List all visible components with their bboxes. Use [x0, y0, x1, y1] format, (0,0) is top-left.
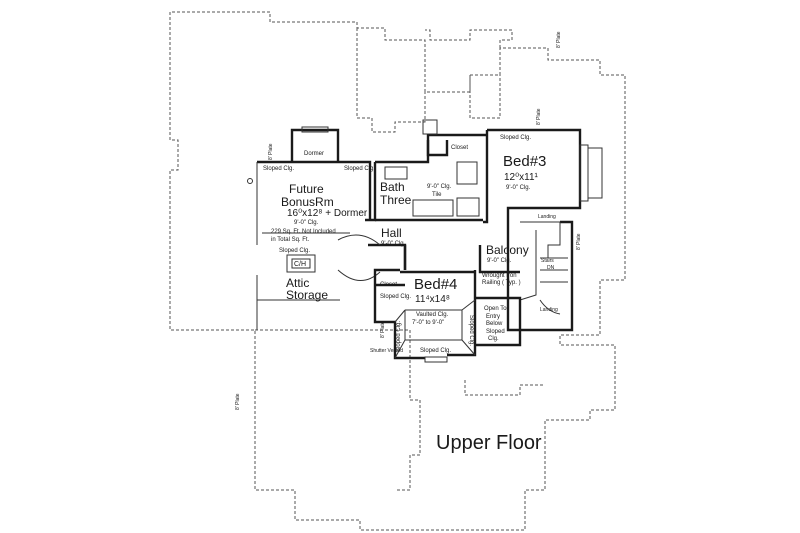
balcony-note-2: Railing ( Typ. ) [482, 280, 521, 286]
bonus-room-dims: 16⁰x12⁸ + Dormer [287, 208, 368, 219]
bed3-dims: 12⁰x11¹ [504, 172, 539, 183]
bed4-dims: 11⁴x14⁸ [415, 294, 450, 305]
stairs-label: Stairs [541, 258, 554, 264]
bonus-room-name-2: BonusRm [281, 195, 334, 209]
sloped-clg-bed3-top: Sloped Clg. [500, 135, 531, 141]
open-to-entry-3: Below [486, 321, 503, 327]
sloped-clg-bonus-left: Sloped Clg. [263, 166, 294, 172]
walls [256, 126, 603, 363]
plate-note-lower-left: 8' Plate [235, 393, 241, 410]
bed3-name: Bed#3 [503, 153, 546, 170]
bath-tile: Tile [432, 192, 442, 198]
bonus-room-name-1: Future [289, 182, 324, 196]
plate-note-left-bonus: 8' Plate [268, 143, 274, 160]
plate-note-mid-right: 8' Plate [576, 233, 582, 250]
bonus-room-note-2: in Total Sq. Ft. [271, 237, 310, 243]
open-to-entry-5: Clg. [488, 336, 499, 342]
bonus-room-note-1: 229 Sq. Ft. Not Included [271, 229, 336, 235]
sloped-clg-bed4-closet: Sloped Clg. [380, 294, 411, 300]
sloped-clg-bed4-right: Sloped Clg. [468, 315, 474, 346]
sloped-clg-bonus-right: Sloped Clg. [344, 166, 375, 172]
hall-name: Hall [381, 226, 402, 240]
sloped-clg-bed4-left: Sloped Clg. [396, 321, 402, 352]
landing-bottom-label: Landing [540, 307, 558, 313]
sloped-clg-bed4-bottom: Sloped Clg. [420, 348, 451, 354]
plan-title: Upper Floor [436, 432, 542, 454]
bed3-ceiling: 9'-0" Clg. [506, 185, 531, 191]
bed4-name: Bed#4 [414, 276, 457, 293]
bed4-ceiling-1: Vaulted Clg. [416, 312, 449, 318]
ch-label: C/H [294, 261, 306, 268]
plate-note-bed4-left: 8' Plate [380, 321, 386, 338]
dormer-label: Dormer [304, 151, 324, 157]
closet-bed4-label: Closet [380, 282, 397, 288]
bed4-ceiling-2: 7'-0" to 9'-0" [412, 320, 444, 326]
attic-line-1: Attic [286, 276, 309, 290]
open-to-entry-1: Open To [484, 306, 507, 312]
bath-name-2: Three [380, 193, 412, 207]
vent-marker [247, 178, 253, 184]
balcony-ceiling: 9'-0" Clg. [487, 258, 512, 264]
plate-note-upper-right: 8' Plate [536, 108, 542, 125]
bath-name-1: Bath [380, 180, 405, 194]
closet-top-label: Closet [451, 145, 468, 151]
open-to-entry-2: Entry [486, 314, 500, 320]
landing-top-label: Landing [538, 214, 556, 220]
plate-note-top-right: 8' Plate [556, 31, 562, 48]
sloped-clg-bonus-bottom: Sloped Clg. [279, 248, 310, 254]
chimney-marker [422, 119, 438, 135]
room-labels: Dormer Sloped Clg. Sloped Clg. Future Bo… [235, 31, 582, 410]
stairs-direction: DN [547, 265, 555, 271]
attic-line-2: Storage [286, 288, 328, 302]
open-to-entry-4: Sloped [486, 329, 505, 335]
hall-ceiling: 9'-0" Clg. [381, 241, 406, 247]
roof-outline [169, 11, 626, 531]
bath-ceiling: 9'-0" Clg. [427, 184, 452, 190]
plate-note-shutter: Shutter Vented [370, 348, 403, 354]
bonus-room-ceiling: 9'-0" Clg. [294, 220, 319, 226]
balcony-note-1: Wrought Iron [482, 273, 517, 279]
balcony-name: Balcony [486, 243, 529, 257]
